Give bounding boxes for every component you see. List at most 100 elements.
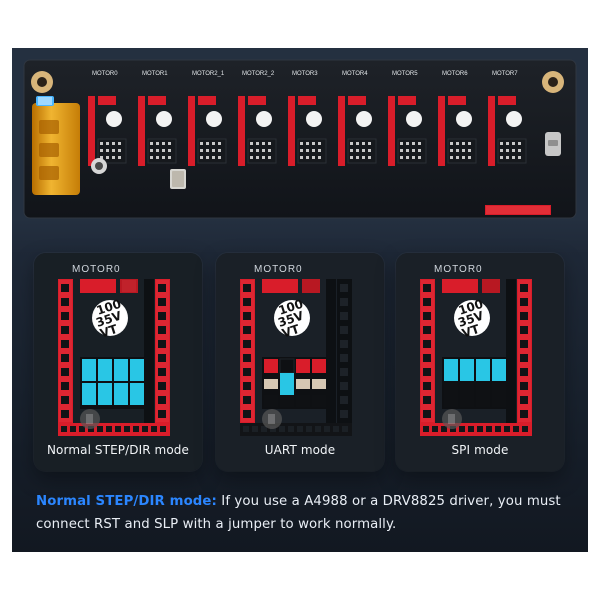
board-motor-pin-7-2-0 — [450, 156, 453, 159]
board-motor-pin-3-2-0 — [250, 156, 253, 159]
board-motor-capacitor-6 — [406, 111, 422, 127]
mode-label-normal: Normal STEP/DIR mode — [46, 443, 189, 457]
board-motor-pin-7-1-0 — [450, 149, 453, 152]
board-motor-pin-4-1-0 — [300, 149, 303, 152]
board-motor-label-1: MOTOR1 — [142, 71, 168, 77]
board-motor-pin-8-0-3 — [518, 142, 521, 145]
board-motor-block-6: MOTOR5 — [388, 71, 427, 166]
board-motor-pin-6-1-2 — [412, 149, 415, 152]
board-motor-pin-1-0-0 — [150, 142, 153, 145]
board-motor-pin-2-0-3 — [218, 142, 221, 145]
description-caption: Normal STEP/DIR mode: If you use a A4988… — [36, 490, 576, 536]
board-motor-pin-8-2-0 — [500, 156, 503, 159]
board-motor-block-7: MOTOR6 — [438, 71, 477, 166]
driver-pins-normal — [80, 357, 148, 409]
board-motor-pin-4-1-2 — [312, 149, 315, 152]
board-motor-pin-0-1-0 — [100, 149, 103, 152]
board-motor-pin-2-2-0 — [200, 156, 203, 159]
caption-text: If you use a A4988 or a DRV8825 driver, … — [36, 494, 561, 532]
board-motor-pin-3-2-3 — [268, 156, 271, 159]
board-motor-pin-3-2-1 — [256, 156, 259, 159]
board-motor-pin-6-0-3 — [418, 142, 421, 145]
board-motor-pin-7-2-1 — [456, 156, 459, 159]
board-motor-pin-2-1-0 — [200, 149, 203, 152]
board-motor-capacitor-8 — [506, 111, 522, 127]
board-motor-pin-1-2-2 — [162, 156, 165, 159]
board-motor-pin-5-1-0 — [350, 149, 353, 152]
board-motor-pin-1-1-0 — [150, 149, 153, 152]
driver-pins-uart — [262, 357, 330, 409]
board-motor-pin-2-0-0 — [200, 142, 203, 145]
mode-card-spi: MOTOR0 100 35V VT — [396, 253, 564, 471]
board-motor-pin-8-1-3 — [518, 149, 521, 152]
board-motor-label-3: MOTOR2_2 — [242, 71, 275, 77]
board-motor-pin-4-2-2 — [312, 156, 315, 159]
board-motor-left-header-3 — [238, 96, 245, 166]
board-motor-label-8: MOTOR7 — [492, 71, 518, 77]
board-motor-pin-4-0-1 — [306, 142, 309, 145]
board-motor-pin-4-0-0 — [300, 142, 303, 145]
board-motor-pin-3-0-1 — [256, 142, 259, 145]
board-motor-block-2: MOTOR2_1 — [188, 71, 227, 166]
board-motor-pin-1-2-3 — [168, 156, 171, 159]
board-motor-capacitor-2 — [206, 111, 222, 127]
board-motor-top-header-3 — [248, 96, 266, 105]
board-motor-pin-6-0-1 — [406, 142, 409, 145]
board-motor-pin-6-2-1 — [406, 156, 409, 159]
board-motor-pin-8-0-2 — [512, 142, 515, 145]
board-motor-capacitor-5 — [356, 111, 372, 127]
board-motor-block-5: MOTOR4 — [338, 71, 377, 166]
board-motor-pin-5-2-2 — [362, 156, 365, 159]
board-motor-left-header-5 — [338, 96, 345, 166]
board-motor-pin-8-0-1 — [506, 142, 509, 145]
board-motor-left-header-7 — [438, 96, 445, 166]
board-motor-pin-4-2-3 — [318, 156, 321, 159]
board-motor-pin-3-2-2 — [262, 156, 265, 159]
board-motor-pin-8-2-2 — [512, 156, 515, 159]
board-motor-top-header-4 — [298, 96, 316, 105]
board-motor-pin-1-0-1 — [156, 142, 159, 145]
board-motor-top-header-1 — [148, 96, 166, 105]
board-motor-pin-0-2-2 — [112, 156, 115, 159]
cap-line-3-spi: VT — [460, 322, 482, 341]
board-motor-pin-7-0-3 — [468, 142, 471, 145]
board-motor-left-header-2 — [188, 96, 195, 166]
board-motor-pin-7-1-1 — [456, 149, 459, 152]
board-motor-pin-0-2-1 — [106, 156, 109, 159]
board-motor-pin-3-1-1 — [256, 149, 259, 152]
board-motor-pin-2-0-1 — [206, 142, 209, 145]
board-motor-pin-4-1-3 — [318, 149, 321, 152]
mode-card-normal: MOTOR0 100 35V VT — [34, 253, 202, 471]
board-motor-pin-8-1-2 — [512, 149, 515, 152]
board-motor-pin-0-0-0 — [100, 142, 103, 145]
board-motor-pin-6-1-1 — [406, 149, 409, 152]
board-motor-pin-1-1-1 — [156, 149, 159, 152]
board-motor-pin-0-0-1 — [106, 142, 109, 145]
board-motor-label-0: MOTOR0 — [92, 71, 118, 77]
board-motor-capacitor-0 — [106, 111, 122, 127]
cap-line-3-normal: VT — [98, 322, 120, 341]
mode-title-spi: MOTOR0 — [434, 264, 483, 275]
board-motor-pin-1-2-1 — [156, 156, 159, 159]
board-motor-pin-5-2-3 — [368, 156, 371, 159]
mode-card-uart-art: MOTOR0 100 35V VT — [216, 253, 384, 471]
board-motor-label-5: MOTOR4 — [342, 71, 368, 77]
board-motor-pin-5-0-2 — [362, 142, 365, 145]
board-motor-block-4: MOTOR3 — [288, 71, 327, 166]
board-motor-pin-3-0-2 — [262, 142, 265, 145]
board-motor-pin-2-2-1 — [206, 156, 209, 159]
driver-pins-spi — [442, 357, 510, 409]
board-motor-pin-2-2-2 — [212, 156, 215, 159]
board-motor-pin-0-1-2 — [112, 149, 115, 152]
board-motor-pin-1-1-3 — [168, 149, 171, 152]
board-motor-pin-3-0-3 — [268, 142, 271, 145]
board-motor-capacitor-3 — [256, 111, 272, 127]
board-motor-pin-7-0-0 — [450, 142, 453, 145]
board-motor-pin-7-1-3 — [468, 149, 471, 152]
board-motor-left-header-8 — [488, 96, 495, 166]
mode-label-uart: UART mode — [264, 443, 336, 457]
board-motor-pin-1-2-0 — [150, 156, 153, 159]
board-motor-pin-8-1-1 — [506, 149, 509, 152]
board-motor-pin-1-1-2 — [162, 149, 165, 152]
